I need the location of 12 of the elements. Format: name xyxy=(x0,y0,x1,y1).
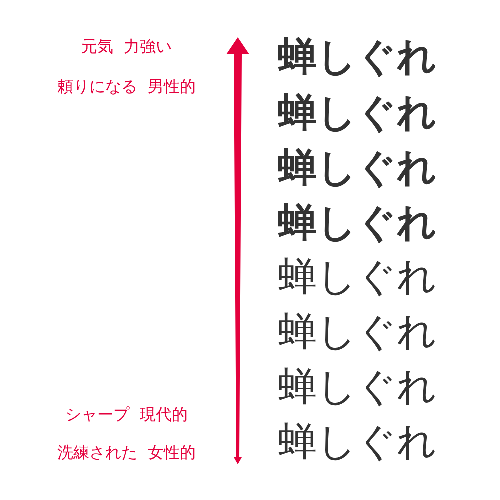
sample-text: 蝉しぐれ xyxy=(278,368,437,406)
scale-label: 元気 力強い xyxy=(82,39,172,55)
sample-text: 蝉しぐれ xyxy=(278,312,437,352)
scale-label: 洗練された 女性的 xyxy=(58,445,196,461)
scale-label: 頼りになる 男性的 xyxy=(58,79,196,95)
sample-text: 蝉しぐれ xyxy=(278,422,437,462)
sample-text: 蝉しぐれ xyxy=(278,204,437,242)
sample-text: 蝉しぐれ xyxy=(278,38,437,77)
sample-text: 蝉しぐれ xyxy=(278,148,437,188)
scale-label: シャープ 現代的 xyxy=(66,407,188,423)
sample-text: 蝉しぐれ xyxy=(278,258,437,296)
sample-text: 蝉しぐれ xyxy=(278,94,437,132)
